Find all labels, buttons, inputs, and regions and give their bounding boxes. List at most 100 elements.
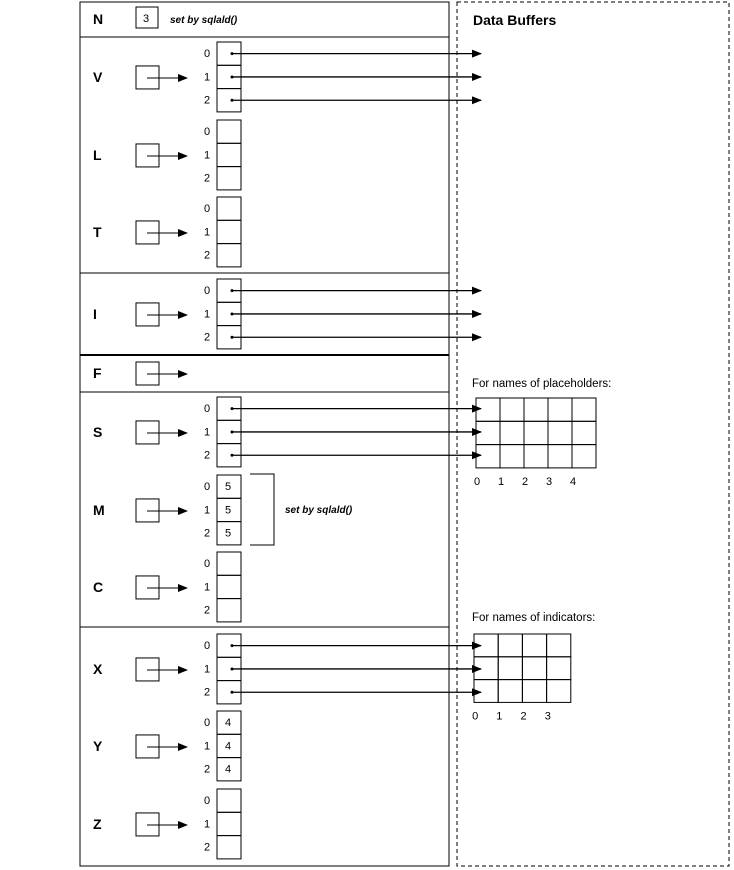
- array-index: 1: [204, 663, 210, 675]
- array-cell: [216, 811, 242, 837]
- array-index: 0: [204, 640, 210, 652]
- field-label: S: [93, 424, 102, 440]
- array-cell: [216, 196, 242, 221]
- array-index: 1: [204, 71, 210, 83]
- array-cell: [216, 551, 242, 576]
- buffer-cell: [497, 679, 523, 703]
- buffer-cell: [497, 656, 523, 681]
- buffer-cell: [571, 397, 597, 422]
- field-label: Z: [93, 816, 102, 832]
- array-cell-value: 4: [225, 717, 231, 729]
- array-index: 2: [204, 764, 210, 776]
- buffer-column-index: 3: [546, 476, 552, 488]
- field-label: T: [93, 224, 102, 240]
- array-index: 2: [204, 250, 210, 262]
- field-label: F: [93, 365, 102, 381]
- array-index: 0: [204, 795, 210, 807]
- array-index: 1: [204, 740, 210, 752]
- n-value: 3: [143, 13, 149, 25]
- array-cell-value: 4: [225, 740, 231, 752]
- buffer-column-index: 0: [472, 710, 478, 722]
- buffer-column-index: 2: [521, 710, 527, 722]
- buffer-cell: [546, 679, 572, 703]
- array-index: 2: [204, 842, 210, 854]
- array-cell-value: 5: [225, 528, 231, 540]
- buffer-cell: [523, 420, 549, 446]
- m-note: set by sqlald(): [285, 505, 353, 516]
- array-z: 012: [204, 788, 242, 860]
- buffer-cell: [499, 420, 525, 446]
- array-index: 2: [204, 95, 210, 107]
- array-index: 0: [204, 285, 210, 297]
- buffer-cell: [521, 679, 548, 703]
- array-cell: [216, 119, 242, 144]
- buffer-column-index: 4: [570, 476, 576, 488]
- array-index: 1: [204, 504, 210, 516]
- field-n: N 3 set by sqlald(): [93, 6, 238, 29]
- array-t: 0 1 2: [204, 196, 242, 268]
- array-index: 0: [204, 481, 210, 493]
- array-index: 0: [204, 558, 210, 570]
- buffer-cell: [497, 633, 523, 658]
- array-index: 0: [204, 717, 210, 729]
- field-v: V 0 1 2: [93, 41, 242, 113]
- array-index: 0: [204, 126, 210, 138]
- array-cell-value: 5: [225, 504, 231, 516]
- array-index: 2: [204, 687, 210, 699]
- buffer-cell: [571, 444, 597, 469]
- field-label: C: [93, 579, 103, 595]
- buffer-cell: [523, 397, 549, 422]
- array-cell: [216, 243, 242, 268]
- array-cell: [216, 142, 242, 168]
- buffer-column-index: 0: [474, 476, 480, 488]
- array-index: 1: [204, 426, 210, 438]
- array-index: 0: [204, 48, 210, 60]
- field-label: M: [93, 502, 105, 518]
- buffer-column-index: 1: [498, 476, 504, 488]
- buffer-cell: [473, 656, 499, 681]
- array-cell: [216, 788, 242, 813]
- array-y: 0 4 1 4 2 4: [204, 710, 242, 782]
- field-label: Y: [93, 738, 103, 754]
- array-index: 0: [204, 203, 210, 215]
- buffer-cell: [521, 633, 548, 658]
- buffer-cell: [547, 397, 573, 422]
- buffer-cell: [571, 420, 597, 446]
- field-label: L: [93, 147, 102, 163]
- buffer-column-index: 2: [522, 476, 528, 488]
- buffer-column-index: 1: [496, 710, 502, 722]
- field-z: Z 012: [93, 788, 242, 860]
- placeholder-caption: For names of placeholders:: [472, 378, 611, 390]
- buffer-column-index: 3: [545, 710, 551, 722]
- field-l: L 012: [93, 119, 242, 191]
- array-index: 1: [204, 581, 210, 593]
- array-cell: [216, 574, 242, 600]
- buffer-cell: [523, 444, 549, 469]
- buffer-cell: [475, 397, 501, 422]
- array-cell: [216, 757, 242, 782]
- array-index: 1: [204, 226, 210, 238]
- placeholder-names-buffer: For names of placeholders: 0 1 2 3 4: [472, 378, 611, 488]
- data-buffers-title: Data Buffers: [473, 12, 556, 28]
- array-index: 0: [204, 403, 210, 415]
- array-cell-value: 4: [225, 764, 231, 776]
- buffer-cell: [546, 633, 572, 658]
- buffer-cell: [546, 656, 572, 681]
- field-label: I: [93, 306, 97, 322]
- field-label: V: [93, 69, 103, 85]
- array-cell: [216, 835, 242, 860]
- array-l: 012: [204, 119, 242, 191]
- buffer-cell: [499, 397, 525, 422]
- array-index: 2: [204, 528, 210, 540]
- field-y: Y 0 4 1 4 2 4: [93, 710, 242, 782]
- buffer-cell: [521, 656, 548, 681]
- n-note: set by sqlald(): [170, 15, 238, 26]
- buffer-cell: [499, 444, 525, 469]
- buffer-cell: [473, 679, 499, 703]
